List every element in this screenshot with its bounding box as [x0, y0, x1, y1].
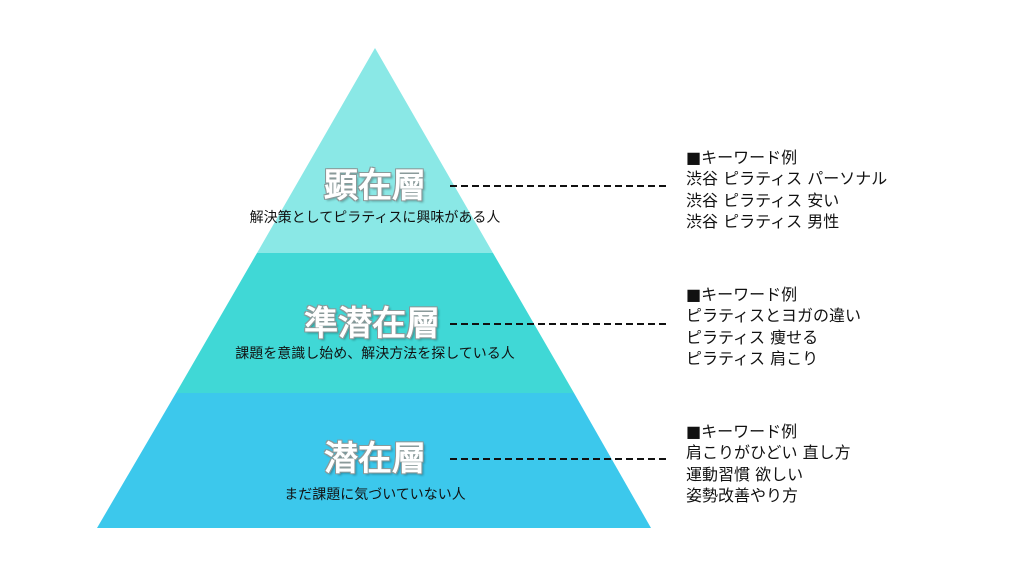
keyword-item: ピラティス 痩せる: [686, 327, 819, 347]
keyword-item: 渋谷 ピラティス パーソナル: [686, 169, 888, 189]
keyword-list-bottom: ■キーワード例 肩こりがひどい 直し方 運動習慣 欲しい 姿勢改善やり方: [686, 421, 851, 506]
keyword-list-middle: ■キーワード例 ピラティスとヨガの違い ピラティス 痩せる ピラティス 肩こり: [686, 284, 861, 369]
keyword-list-top: ■キーワード例 渋谷 ピラティス パーソナル 渋谷 ピラティス 安い 渋谷 ピラ…: [686, 147, 887, 232]
layer-description-top: 解決策としてピラティスに興味がある人: [249, 210, 501, 226]
keyword-item: 渋谷 ピラティス 男性: [686, 211, 840, 231]
layer-title-bottom: 潜在層: [324, 439, 426, 479]
keyword-item: 肩こりがひどい 直し方: [686, 443, 851, 463]
layer-middle-shape: [176, 253, 574, 393]
keyword-item: 渋谷 ピラティス 安い: [686, 190, 840, 210]
keyword-item: ピラティス 肩こり: [686, 348, 819, 368]
layer-bottom-shape: [97, 393, 651, 528]
layer-title-middle: 準潜在層: [304, 304, 440, 344]
keyword-item: 姿勢改善やり方: [686, 485, 799, 505]
keyword-item: ピラティスとヨガの違い: [686, 306, 862, 326]
keyword-heading: ■キーワード例: [686, 285, 798, 304]
layer-top-shape: [257, 48, 493, 253]
layer-title-top: 顕在層: [324, 166, 426, 206]
layer-description-middle: 課題を意識し始め、解決方法を探している人: [235, 346, 515, 362]
keyword-item: 運動習慣 欲しい: [686, 464, 804, 484]
keyword-heading: ■キーワード例: [686, 422, 798, 441]
layer-description-bottom: まだ課題に気づいていない人: [284, 487, 466, 503]
keyword-heading: ■キーワード例: [686, 148, 798, 167]
